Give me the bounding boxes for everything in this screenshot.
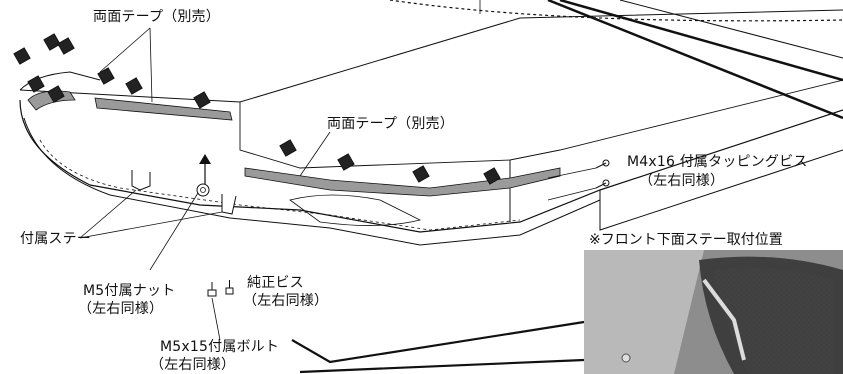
leader-screw-2	[547, 187, 597, 201]
bumper-side-face	[599, 149, 843, 231]
inset-photo	[584, 250, 843, 374]
bumper-upper-surface	[19, 9, 843, 103]
bolt-icons	[207, 280, 234, 297]
stay-bracket-left	[131, 170, 151, 191]
clip-icon	[412, 165, 430, 183]
bumper-front-face	[19, 99, 843, 233]
leader-tape-mid	[299, 131, 331, 177]
clip-icon	[57, 37, 75, 55]
bumper-lip-dashed	[39, 139, 521, 231]
label-screw-m4-line1: M4x16 付属タッピングビス	[627, 154, 808, 170]
clip-icon	[43, 33, 61, 51]
leader-top-2	[547, 0, 843, 120]
bumper-lip	[23, 117, 601, 246]
leader-tape-top-b	[149, 27, 153, 103]
clip-icon	[27, 75, 45, 93]
nut-icon	[196, 183, 210, 197]
clip-icons	[13, 33, 501, 185]
leader-top-1	[559, 0, 843, 82]
bumper-inner-line	[239, 79, 843, 169]
label-genuine-line2: （左右同様）	[243, 293, 329, 309]
clip-icon	[193, 91, 211, 109]
clip-icon	[483, 167, 501, 185]
bumper-arc-dashed	[389, 0, 843, 22]
label-screw-m4-line2: （左右同様）	[639, 173, 725, 189]
leader-top-3	[619, 0, 843, 59]
leader-screw-1	[547, 167, 597, 179]
label-bolt-line2: （左右同様）	[150, 357, 236, 373]
clip-icon	[279, 139, 297, 157]
leader-nut	[149, 192, 199, 271]
tape-strip-right	[244, 167, 561, 197]
label-nut-line2: （左右同様）	[78, 301, 164, 317]
clip-icon	[337, 153, 355, 171]
vent-opening	[289, 194, 422, 226]
leader-to-photo-1	[291, 320, 585, 364]
label-nut-line1: M5付属ナット	[83, 283, 176, 299]
bolt-icon	[207, 289, 217, 297]
stay-bracket-right	[221, 194, 237, 215]
clip-icon	[47, 85, 65, 103]
clip-icon	[13, 47, 31, 65]
inset-title: ※フロント下面ステー取付位置	[589, 232, 783, 248]
label-tape-top: 両面テープ（別売）	[93, 9, 220, 25]
clip-icon	[125, 77, 143, 95]
leader-stay-a	[79, 189, 137, 239]
label-stay: 付属ステー	[20, 231, 91, 247]
leader-stay-b	[79, 211, 223, 239]
leader-tape-top-a	[99, 27, 151, 73]
label-genuine-line1: 純正ビス	[247, 275, 304, 291]
leader-bolt	[211, 297, 221, 341]
tape-strip-center	[94, 97, 233, 121]
tapping-screw-icons	[595, 159, 610, 189]
clip-icon	[97, 67, 115, 85]
label-tape-mid: 両面テープ（別売）	[327, 116, 454, 132]
arrow-head	[199, 154, 211, 164]
screw-icon	[225, 287, 234, 295]
inset-photo-art	[584, 250, 843, 374]
leader-to-photo-2	[299, 358, 585, 374]
label-bolt-line1: M5x15付属ボルト	[160, 339, 280, 355]
bumper-front-top	[19, 71, 101, 91]
